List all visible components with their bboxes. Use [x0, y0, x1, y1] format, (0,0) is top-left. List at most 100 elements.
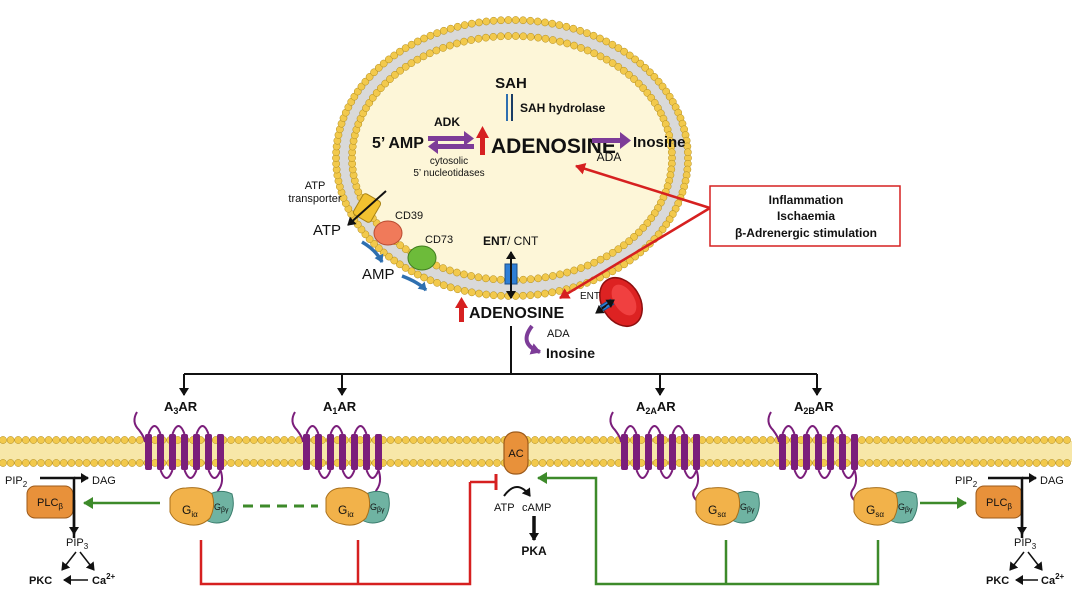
membrane-head: [956, 436, 965, 444]
membrane-head: [608, 40, 617, 49]
ada-extracellular-label: ADA: [547, 328, 570, 340]
membrane-head: [432, 46, 441, 55]
membrane-head: [120, 459, 129, 467]
membrane-head: [105, 459, 114, 467]
membrane-head: [941, 436, 950, 444]
membrane-head: [395, 260, 404, 269]
membrane-head: [407, 40, 416, 49]
transmembrane-helix: [351, 434, 358, 470]
transmembrane-helix: [339, 434, 346, 470]
membrane-head: [590, 49, 599, 58]
membrane-head: [21, 436, 30, 444]
membrane-head: [751, 459, 760, 467]
pip3-right-split-1: [1009, 551, 1025, 571]
membrane-head: [370, 68, 378, 77]
membrane-head: [895, 459, 904, 467]
membrane-head: [432, 459, 441, 467]
membrane-head: [477, 436, 486, 444]
membrane-head: [555, 287, 564, 295]
membrane-head: [541, 289, 549, 298]
membrane-head: [439, 26, 448, 35]
cd73-curved-arrow: [401, 274, 428, 292]
a2aar-label: A2AAR: [636, 399, 676, 416]
membrane-head: [413, 270, 422, 279]
receptor-loop: [793, 469, 808, 479]
membrane-head: [460, 37, 468, 46]
membrane-head: [128, 436, 137, 444]
transmembrane-helix: [327, 434, 334, 470]
membrane-head: [489, 32, 498, 41]
membrane-head: [249, 459, 258, 467]
atp-extracellular-label: ATP: [313, 222, 341, 239]
membrane-head: [75, 436, 83, 444]
membrane-head: [497, 16, 505, 25]
membrane-head: [548, 36, 557, 44]
membrane-head: [113, 459, 121, 467]
membrane-head: [52, 459, 61, 467]
membrane-head: [751, 436, 760, 444]
membrane-head: [683, 148, 692, 157]
membrane-head: [453, 285, 462, 294]
a2bar-receptor: [767, 411, 858, 503]
receptor-c-terminus: [850, 469, 858, 503]
g-beta-gamma-label: Gβγ: [370, 502, 385, 514]
membrane-head: [713, 459, 722, 467]
membrane-head: [608, 59, 617, 67]
membrane-head: [631, 55, 639, 64]
adenosine-extracellular-increase-arrow: [455, 297, 468, 322]
membrane-head: [705, 459, 714, 467]
membrane-head: [949, 459, 957, 467]
membrane-head: [911, 459, 919, 467]
membrane-head: [462, 459, 471, 467]
membrane-head: [272, 436, 281, 444]
membrane-head: [1002, 436, 1011, 444]
membrane-head: [619, 241, 628, 250]
receptor-loop: [683, 469, 698, 479]
membrane-head: [591, 459, 600, 467]
membrane-head: [460, 287, 469, 295]
membrane-head: [949, 436, 957, 444]
membrane-head: [857, 436, 866, 444]
membrane-head: [1025, 436, 1033, 444]
membrane-head: [52, 436, 61, 444]
g-beta-gamma-label: Gβγ: [214, 502, 229, 514]
membrane-head: [82, 459, 91, 467]
membrane-head: [462, 436, 471, 444]
membrane-head: [519, 275, 528, 284]
membrane-head: [489, 291, 498, 300]
membrane-head: [583, 46, 592, 55]
membrane-head: [497, 291, 505, 300]
membrane-head: [401, 44, 410, 52]
membrane-head: [0, 459, 7, 467]
ac-label: AC: [508, 448, 523, 460]
transmembrane-helix: [633, 434, 640, 470]
membrane-head: [409, 459, 418, 467]
membrane-head: [424, 459, 433, 467]
membrane-head: [1055, 436, 1064, 444]
membrane-head: [59, 459, 68, 467]
membrane-head: [589, 31, 598, 40]
ent-cnt-label: ENT/ CNT: [483, 234, 539, 248]
membrane-head: [1040, 459, 1049, 467]
transmembrane-helix: [669, 434, 676, 470]
membrane-head: [570, 266, 578, 275]
transmembrane-helix: [193, 434, 200, 470]
dag-left-label: DAG: [92, 475, 116, 487]
membrane-head: [576, 436, 585, 444]
membrane-head: [433, 279, 441, 287]
membrane-head: [705, 436, 714, 444]
membrane-head: [257, 459, 266, 467]
membrane-head: [576, 26, 585, 35]
g-alpha-label: Gsα: [866, 503, 884, 519]
membrane-head: [394, 436, 403, 444]
membrane-head: [561, 436, 570, 444]
a2bar-label: A2BAR: [794, 399, 834, 416]
membrane-head: [1009, 459, 1018, 467]
cd39-label: CD39: [395, 210, 423, 222]
membrane-head: [1025, 459, 1033, 467]
g-alpha-subunit: [695, 487, 741, 526]
membrane-head: [591, 436, 600, 444]
membrane-head: [614, 62, 623, 71]
membrane-head: [386, 436, 395, 444]
